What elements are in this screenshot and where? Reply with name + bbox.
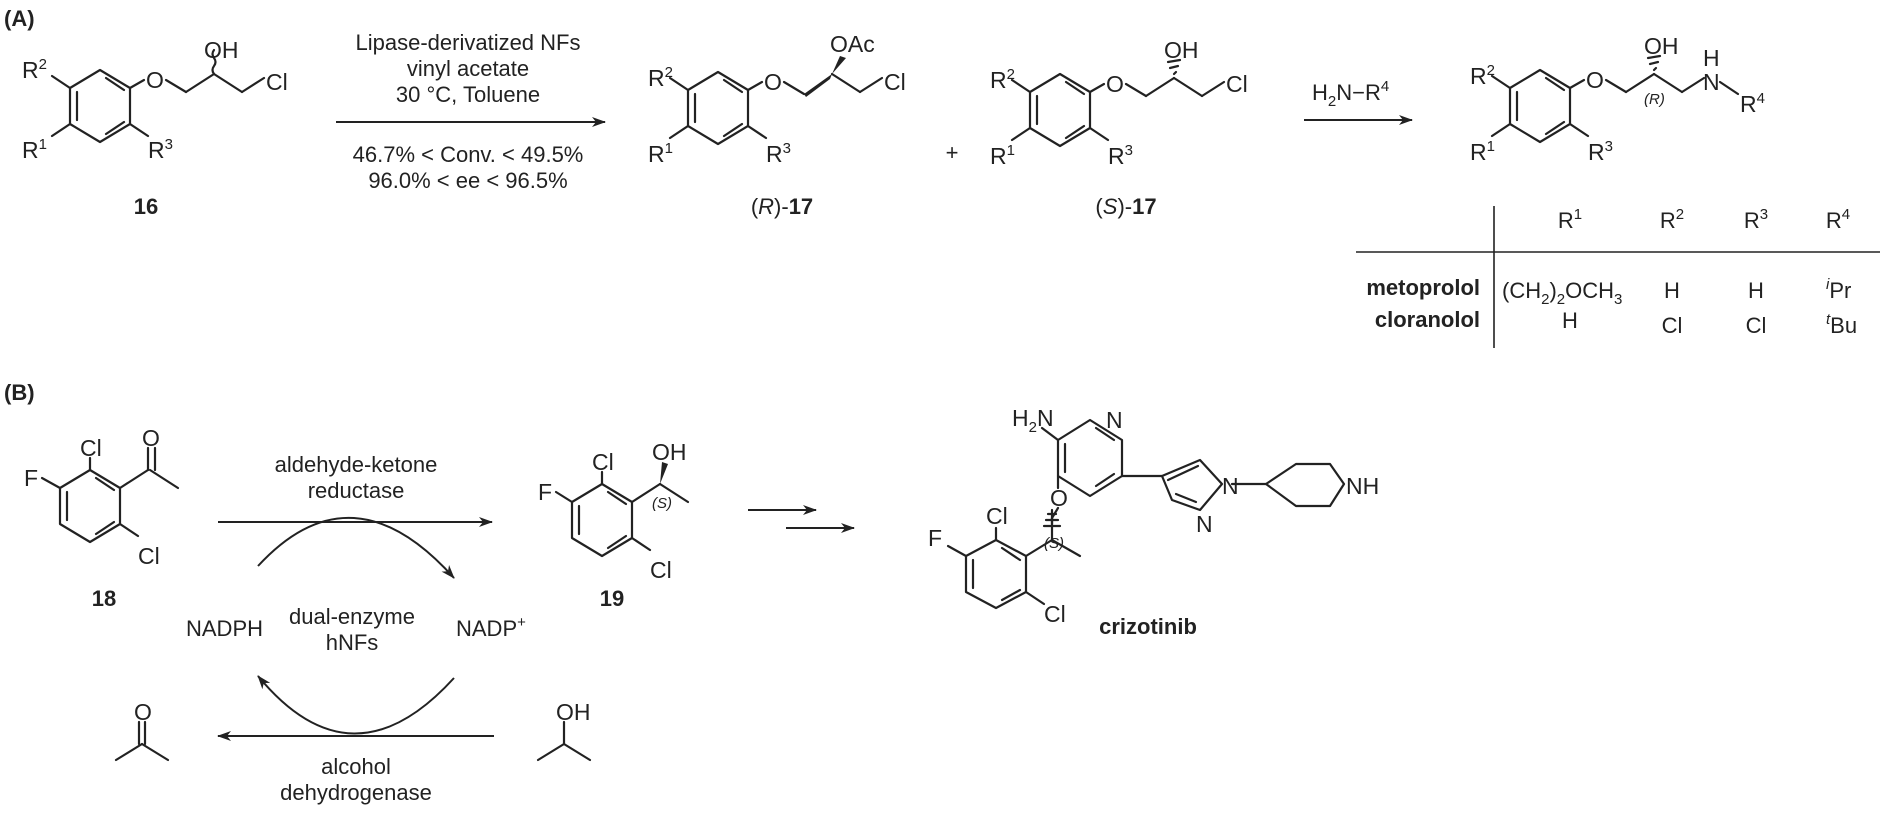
enzyme-top-line2: reductase: [308, 478, 405, 503]
product-r3: R3: [1588, 138, 1613, 165]
step2-reagent: H2N−R4: [1312, 78, 1389, 110]
enzyme-bottom-line1: alcohol: [321, 754, 391, 779]
compound-19-chlorine-top: Cl: [592, 449, 614, 475]
isopropanol-hydroxyl: OH: [556, 699, 591, 725]
compound-18-chlorine-bottom: Cl: [138, 543, 160, 569]
compound-16-hydroxyl: OH: [204, 37, 239, 63]
table-header-r1: R1: [1558, 206, 1582, 233]
crizotinib-pyridine-n: N: [1106, 407, 1123, 433]
crizotinib-oxygen: O: [1050, 485, 1068, 511]
acetone-structure: [114, 720, 170, 762]
compound-16-r1: R1: [22, 136, 47, 163]
compound-16-chlorine: Cl: [266, 69, 288, 95]
crizotinib-pyrazole-n2: N: [1196, 511, 1213, 537]
table-row-metoprolol-r2: H: [1664, 278, 1680, 303]
cofactor-nadp: NADP+: [456, 614, 526, 641]
table-row-metoprolol-r4: iPr: [1826, 276, 1851, 303]
compound-16-r3: R3: [148, 136, 173, 163]
crizotinib-stereo-label: (S): [1044, 535, 1064, 552]
crizotinib-structure: [946, 418, 1346, 610]
crizotinib-chlorine-bottom: Cl: [1044, 601, 1066, 627]
panel-a-label: (A): [4, 6, 35, 31]
compound-18-id: 18: [92, 586, 116, 611]
compound-s17-oxygen: O: [1106, 71, 1124, 97]
step1-condition-1: Lipase-derivatized NFs: [356, 30, 581, 55]
compound-r17-oxygen: O: [764, 69, 782, 95]
compound-19-structure: [554, 462, 690, 558]
compound-19-hydroxyl: OH: [652, 439, 687, 465]
table-header-r3: R3: [1744, 206, 1768, 233]
crizotinib-amine: H2N: [1012, 405, 1054, 436]
compound-16-oxygen: O: [146, 67, 164, 93]
table-header-r2: R2: [1660, 206, 1684, 233]
table-row-metoprolol-r3: H: [1748, 278, 1764, 303]
table-row-cloranolol-r1: H: [1562, 308, 1578, 333]
cofactor-curve-bottom: [257, 675, 455, 735]
compound-19-fluorine: F: [538, 479, 552, 505]
table-header-r4: R4: [1826, 206, 1850, 233]
compound-r17-r3: R3: [766, 140, 791, 167]
enzyme-bottom-line2: dehydrogenase: [280, 780, 432, 805]
acetone-oxygen: O: [134, 699, 152, 725]
compound-18-chlorine-top: Cl: [80, 435, 102, 461]
step1-ee: 96.0% < ee < 96.5%: [368, 168, 567, 193]
step1-conversion: 46.7% < Conv. < 49.5%: [353, 142, 584, 167]
compound-18-structure: [40, 446, 180, 544]
isopropanol-structure: [536, 720, 592, 762]
step1-condition-3: 30 °C, Toluene: [396, 82, 540, 107]
crizotinib-chlorine-top: Cl: [986, 503, 1008, 529]
compound-18-oxygen: O: [142, 425, 160, 451]
table-row-metoprolol-name: metoprolol: [1366, 275, 1480, 300]
compound-s17-r1: R1: [990, 142, 1015, 169]
product-nh-h: H: [1703, 45, 1720, 71]
product-stereo-label: (R): [1644, 91, 1665, 108]
table-row-cloranolol-r2: Cl: [1662, 313, 1683, 338]
product-r4: R4: [1740, 90, 1765, 117]
panel-b-label: (B): [4, 380, 35, 405]
product-oxygen: O: [1586, 67, 1604, 93]
compound-r17-r2: R2: [648, 64, 673, 91]
table-row-cloranolol-r4: tBu: [1826, 311, 1857, 338]
table-row-cloranolol-r3: Cl: [1746, 313, 1767, 338]
compound-s17-chlorine: Cl: [1226, 71, 1248, 97]
enzyme-top-line1: aldehyde-ketone: [275, 452, 438, 477]
product-aminoalcohol-structure: [1490, 54, 1740, 144]
compound-s17-hydroxyl: OH: [1164, 37, 1199, 63]
product-nitrogen: N: [1703, 69, 1720, 95]
compound-s17-structure: [1010, 58, 1226, 148]
cofactor-nadph: NADPH: [186, 616, 263, 641]
cofactor-curve-top: [257, 516, 455, 579]
center-label-line2: hNFs: [326, 630, 379, 655]
crizotinib-piperidine-nh: NH: [1346, 473, 1379, 499]
compound-18-fluorine: F: [24, 465, 38, 491]
compound-16-structure: [50, 48, 266, 144]
compound-r17-structure: [668, 56, 884, 146]
substituent-table: [1356, 206, 1880, 348]
crizotinib-pyrazole-n1: N: [1222, 473, 1239, 499]
compound-r17-acetate: OAc: [830, 31, 875, 57]
compound-r17-chlorine: Cl: [884, 69, 906, 95]
step1-condition-2: vinyl acetate: [407, 56, 529, 81]
compound-s17-r3: R3: [1108, 142, 1133, 169]
compound-19-stereo-label: (S): [652, 495, 672, 512]
crizotinib-name: crizotinib: [1099, 614, 1197, 639]
compound-16-id: 16: [134, 194, 158, 219]
product-hydroxyl: OH: [1644, 33, 1679, 59]
plus-sign: +: [946, 140, 959, 165]
compound-r17-r1: R1: [648, 140, 673, 167]
compound-19-id: 19: [600, 586, 624, 611]
compound-s17-r2: R2: [990, 66, 1015, 93]
compound-s17-id: (S)-17: [1095, 194, 1156, 219]
compound-19-chlorine-bottom: Cl: [650, 557, 672, 583]
product-r2: R2: [1470, 62, 1495, 89]
compound-r17-id: (R)-17: [751, 194, 813, 219]
table-row-metoprolol-r1: (CH2)2OCH3: [1502, 278, 1622, 308]
table-row-cloranolol-name: cloranolol: [1375, 307, 1480, 332]
crizotinib-fluorine: F: [928, 525, 942, 551]
product-r1: R1: [1470, 138, 1495, 165]
compound-16-r2: R2: [22, 56, 47, 83]
center-label-line1: dual-enzyme: [289, 604, 415, 629]
